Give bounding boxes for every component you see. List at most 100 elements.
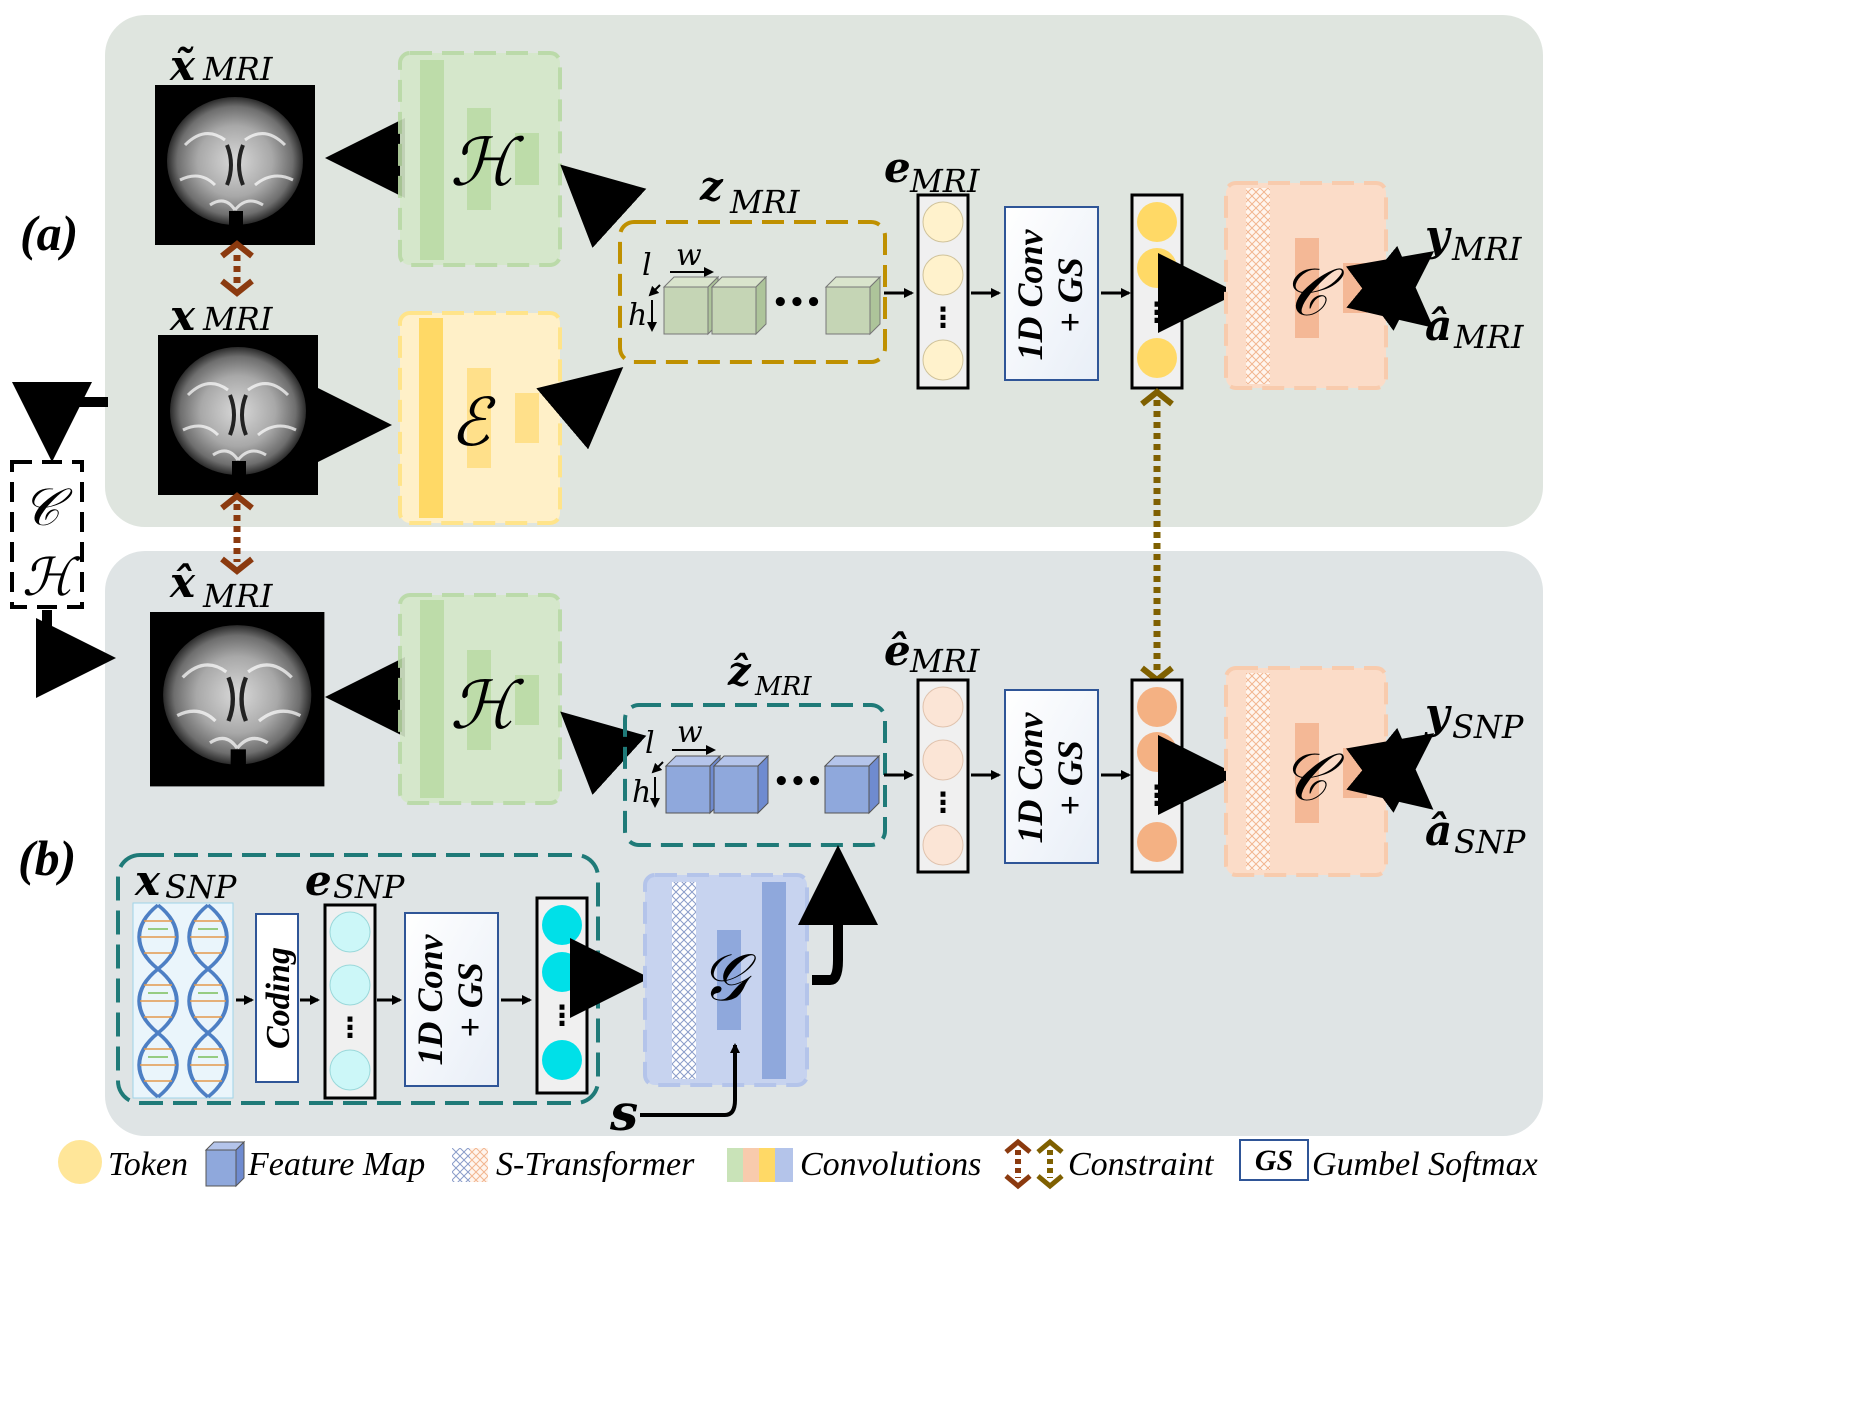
svg-text:x̃: x̃ [169,41,196,90]
legend-token-label: Token [108,1146,188,1183]
x-tilde-mri-label: x̃ MRI [169,41,274,90]
legend-convolutions-swatch [727,1148,793,1182]
svg-text:h: h [632,775,651,810]
x-mri-label: x MRI [169,291,274,340]
token [542,1040,582,1080]
x-snp-label: x SNP [134,856,237,906]
token [922,686,964,728]
legend-constraint-swatch [1004,1138,1064,1190]
token [922,201,964,243]
token [1137,338,1177,378]
y-snp-label: y SNP [1424,689,1524,746]
svg-text:x: x [134,856,161,905]
svg-text:x: x [169,291,196,340]
z-hat-mri-label: ẑ MRI [727,648,812,702]
token [542,905,582,945]
token [922,339,964,381]
conv-gs-box-top: 1D Conv + GS [1004,206,1099,381]
svg-text:⋮: ⋮ [1143,779,1171,812]
svg-text:1D Conv: 1D Conv [1010,228,1050,360]
y-mri-label: y MRI [1424,211,1523,268]
a-hat-snp-label: â SNP [1425,806,1526,861]
classifier-c-bottom: 𝒞 [1224,666,1388,877]
svg-text:SNP: SNP [1454,823,1526,861]
svg-text:e: e [884,143,911,192]
e-hat-mri-token-column: ⋮ [916,678,970,874]
feature-map-cube [712,754,770,815]
arrow-from-ch-box [36,610,116,698]
legend-s-transformer-label: S-Transformer [496,1146,695,1183]
z-mri-label: z MRI [699,163,801,221]
token [542,952,582,992]
arrow-zhat-to-decoder [560,711,647,795]
svg-text:x̂: x̂ [169,558,196,607]
reconstructed-mri-image [153,83,317,247]
svg-text:SNP: SNP [1452,708,1524,746]
e-snp-label: e SNP [305,856,405,906]
feature-maps-z-hat: l w h ••• [632,715,881,815]
constraint-arrow-middle [220,492,254,575]
svg-text:SNP: SNP [333,868,405,906]
svg-text:MRI: MRI [1453,318,1525,356]
quantized-token-column-bottom: ⋮ [1130,678,1184,874]
coding-box: Coding [255,913,299,1083]
svg-text:+ GS: + GS [1050,740,1090,816]
token [1137,732,1177,772]
svg-text:•••: ••• [773,767,823,797]
snp-dna-image [132,902,234,1099]
x-hat-mri-label: x̂ MRI [169,558,274,615]
svg-text:MRI: MRI [202,300,274,338]
conv-gs-box-snp: 1D Conv + GS [404,912,499,1087]
svg-text:•••: ••• [772,288,822,318]
token [922,739,964,781]
svg-text:MRI: MRI [909,642,981,680]
svg-text:+ GS: + GS [1050,257,1090,333]
decoder-h-bottom: ℋ [398,593,562,805]
token [1137,202,1177,242]
token [329,964,371,1006]
svg-text:l: l [642,248,652,283]
svg-text:h: h [628,298,647,333]
input-mri-image [156,333,320,497]
svg-text:z: z [699,163,724,210]
svg-text:ℋ: ℋ [22,548,81,608]
svg-text:⋮: ⋮ [336,1011,364,1044]
e-mri-token-column: ⋮ [916,193,970,390]
feature-map-cube [824,275,882,336]
classifier-decoder-box-left: 𝒞 ℋ [10,460,84,609]
svg-text:ẑ: ẑ [727,648,752,695]
arrow-encoder-to-z [536,367,624,450]
feature-map-cube [664,754,722,815]
token [329,1049,371,1091]
svg-text:w: w [677,715,703,750]
legend: Token Feature Map S-Transformer Convolut… [58,1138,1538,1190]
token [1137,822,1177,862]
svg-text:⋮: ⋮ [929,301,957,334]
panel-b-label: (b) [18,830,76,886]
svg-text:y: y [1424,211,1452,260]
legend-token-swatch [58,1140,102,1184]
encoder-e: ℰ [398,311,562,525]
svg-text:⋮: ⋮ [929,786,957,819]
svg-text:ê: ê [884,626,911,675]
s-noise-label: s [609,1083,638,1142]
svg-text:1D Conv: 1D Conv [410,933,450,1065]
svg-text:e: e [305,856,332,905]
arrow-z-to-decoder [560,164,647,248]
classifier-c-top: 𝒞 [1224,181,1388,390]
legend-constraint-label: Constraint [1068,1146,1215,1183]
svg-text:ℋ: ℋ [450,667,525,744]
svg-text:MRI: MRI [202,50,274,88]
arrow-to-ch-box [12,382,108,462]
arrow-generator-to-zhat [798,845,878,985]
svg-text:l: l [645,726,655,761]
constraint-arrow-top [220,240,254,297]
token [329,911,371,953]
svg-text:SNP: SNP [165,868,237,906]
panel-a-label: (a) [20,205,78,261]
legend-convolutions-label: Convolutions [800,1146,981,1183]
decoder-h-top: ℋ [398,51,562,267]
svg-text:ℋ: ℋ [450,124,525,201]
token [922,824,964,866]
svg-text:MRI: MRI [202,577,274,615]
